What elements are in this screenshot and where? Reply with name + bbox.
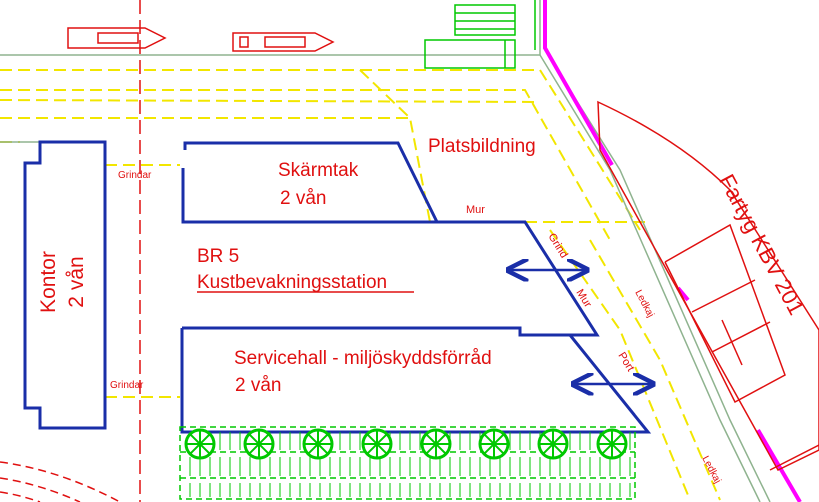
br5-code-label: BR 5 [197, 246, 239, 267]
skarmtak-floors-label: 2 vån [280, 188, 326, 209]
skarmtak-name-label: Skärmtak [278, 160, 359, 181]
building-servicehall [180, 326, 652, 434]
tree-symbol-icon [596, 428, 628, 460]
grind-label: Grind [545, 231, 569, 260]
kontor-name-label: Kontor [37, 251, 60, 313]
servicehall-name-label: Servicehall - miljöskyddsförråd [234, 348, 492, 369]
br5-name-label: Kustbevakningsstation [197, 272, 387, 293]
tree-symbol-icon [302, 428, 334, 460]
kontor-floors-label: 2 vån [65, 256, 88, 307]
vessel-name-label: Fartyg KBV 201 [714, 170, 809, 319]
mur-top-label: Mur [466, 204, 485, 216]
tree-symbol-icon [478, 428, 510, 460]
platsbildning-label: Platsbildning [428, 136, 536, 157]
building-skarmtak [181, 141, 440, 224]
tree-symbol-icon [537, 428, 569, 460]
grindar-top-label: Grindar [118, 170, 152, 181]
vessel-outline [597, 100, 819, 471]
mur-side-label: Mur [573, 287, 593, 310]
tree-symbol-icon [243, 428, 275, 460]
tree-symbol-icon [361, 428, 393, 460]
building-kontor [23, 140, 107, 430]
boat-symbol-icon [232, 32, 335, 52]
boat-symbol-icon [67, 27, 167, 49]
ledkaj-upper-label: Ledkaj [632, 288, 656, 319]
building-br5 [437, 220, 600, 337]
tree-symbol-icon [420, 428, 452, 460]
pier-structure [424, 0, 536, 69]
tree-row [184, 428, 628, 460]
grindar-bottom-label: Grindar [110, 380, 144, 391]
ledkaj-lower-label: Ledkaj [699, 454, 723, 485]
servicehall-floors-label: 2 vån [235, 375, 281, 396]
turning-arcs [0, 461, 121, 502]
port-label: Port [615, 350, 636, 373]
tree-symbol-icon [184, 428, 216, 460]
